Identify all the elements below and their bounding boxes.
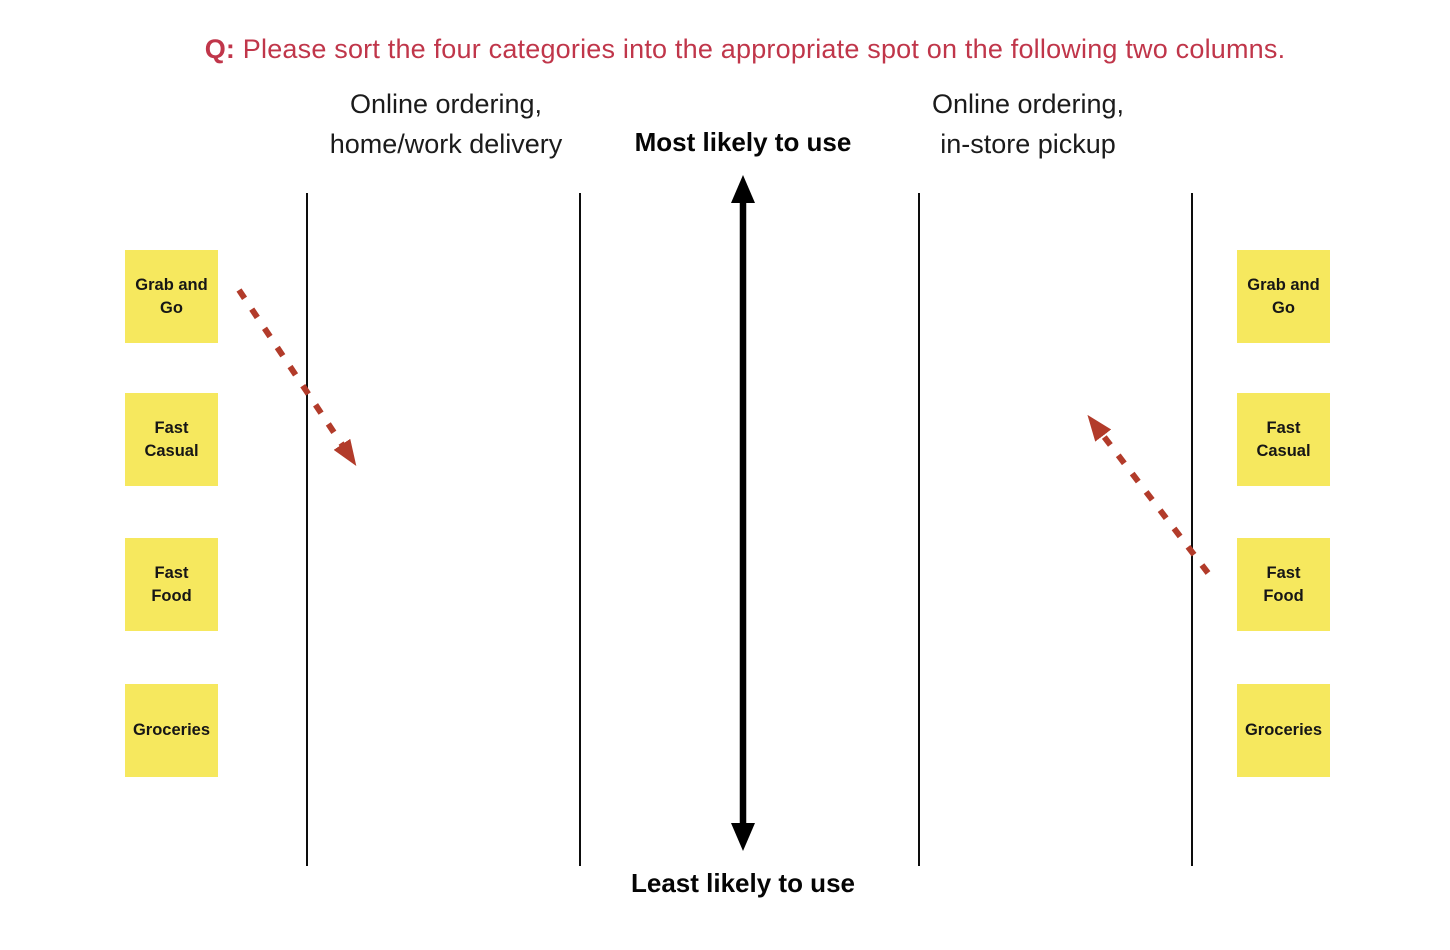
sticky-note-fast-casual-right[interactable]: Fast Casual bbox=[1237, 393, 1330, 486]
sticky-note-fast-food-left[interactable]: Fast Food bbox=[125, 538, 218, 631]
left-column-header-line2: home/work delivery bbox=[329, 129, 563, 159]
axis-label-least-likely: Least likely to use bbox=[631, 868, 855, 898]
left-column-header-line1: Online ordering, bbox=[349, 89, 543, 119]
question-prefix: Q: bbox=[204, 34, 236, 64]
sticky-note-grab-and-go-left[interactable]: Grab and Go bbox=[125, 250, 218, 343]
axis-arrow-down-head-icon bbox=[731, 823, 755, 851]
sticky-note-fast-food-right[interactable]: Fast Food bbox=[1237, 538, 1330, 631]
sticky-note-fast-casual-left[interactable]: Fast Casual bbox=[125, 393, 218, 486]
right-column-header-line1: Online ordering, bbox=[931, 89, 1125, 119]
sticky-note-grab-and-go-right[interactable]: Grab and Go bbox=[1237, 250, 1330, 343]
right-column-right-line bbox=[1191, 193, 1193, 866]
question-title: Q: Please sort the four categories into … bbox=[180, 34, 1310, 65]
axis-arrow-up-head-icon bbox=[731, 175, 755, 203]
axis-label-most-likely: Most likely to use bbox=[634, 127, 852, 157]
left-column-right-line bbox=[579, 193, 581, 866]
question-text: Please sort the four categories into the… bbox=[242, 34, 1286, 64]
right-column-header: Online ordering, in-store pickup bbox=[878, 84, 1178, 164]
likelihood-axis-arrow bbox=[731, 175, 755, 851]
sticky-note-groceries-right[interactable]: Groceries bbox=[1237, 684, 1330, 777]
left-dashed-arrow-icon bbox=[236, 288, 357, 466]
sticky-note-groceries-left[interactable]: Groceries bbox=[125, 684, 218, 777]
right-column-header-line2: in-store pickup bbox=[940, 129, 1116, 159]
left-column-header: Online ordering, home/work delivery bbox=[296, 84, 596, 164]
right-column-left-line bbox=[918, 193, 920, 866]
left-column-left-line bbox=[306, 193, 308, 866]
